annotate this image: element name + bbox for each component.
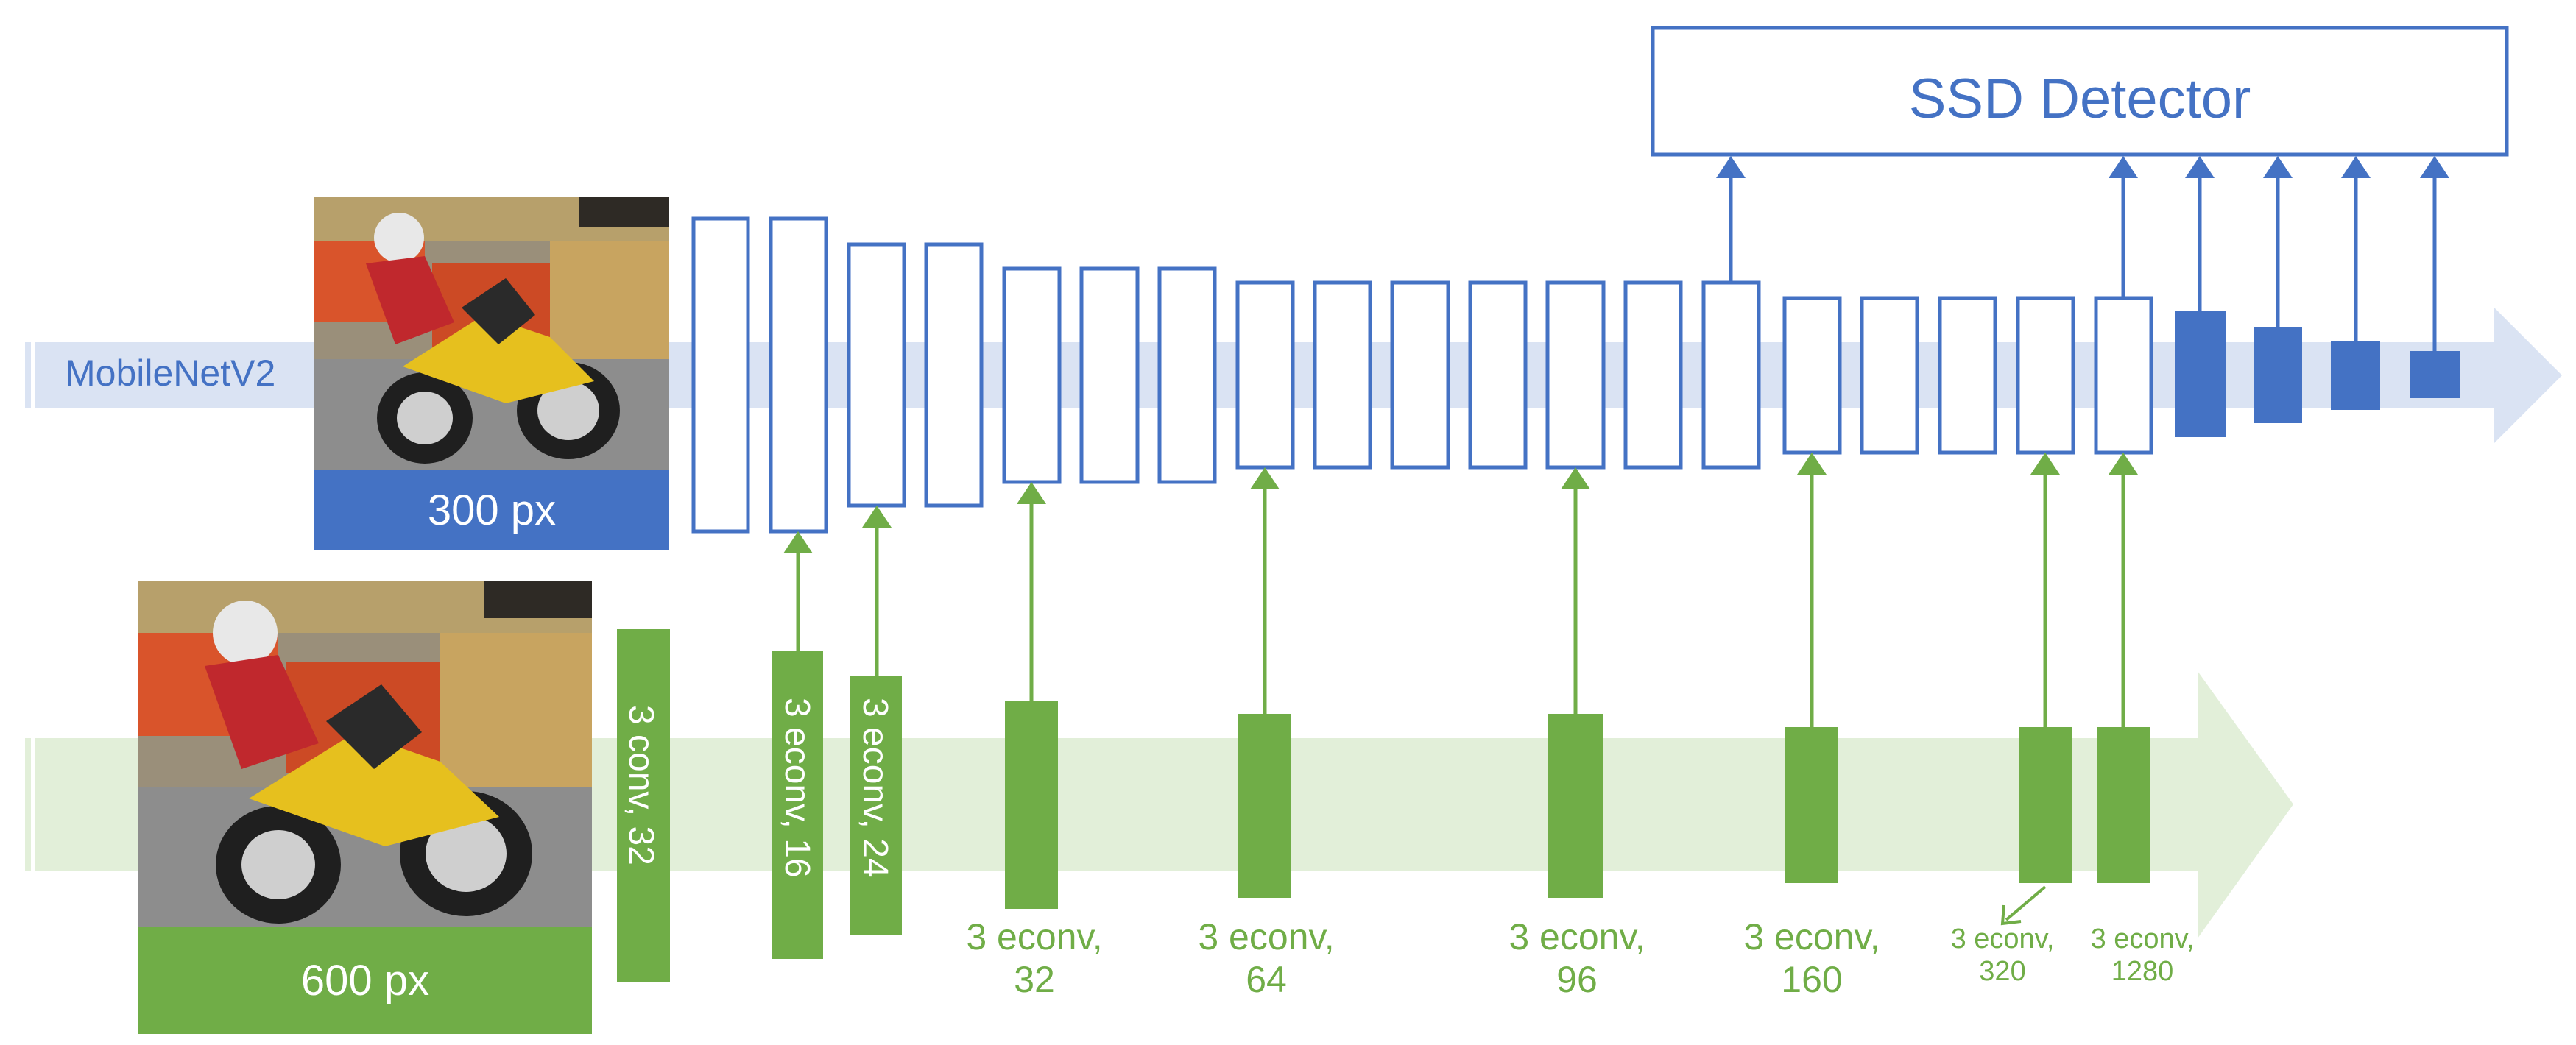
econv-bar: [617, 629, 670, 982]
backbone-track-arrowhead: [2494, 308, 2562, 443]
econv-24-label: 3 econv, 24: [855, 698, 894, 878]
ssd-feature-block: [2175, 311, 2226, 437]
mobilenet-layer-box: [2094, 296, 2153, 455]
pointer-arrowhead: [2000, 904, 2022, 926]
econv-label-line2: 32: [1014, 958, 1055, 1000]
mobilenet-layer-box: [1545, 280, 1606, 470]
mobilenet-layer-box: [1390, 280, 1450, 470]
arrow-up-icon-head: [2030, 453, 2060, 475]
econv-bar: [850, 676, 902, 935]
input-300px-label: 300 px: [314, 470, 669, 550]
arrow-up-icon-head: [1716, 156, 1746, 178]
econv-bar: [1005, 701, 1058, 909]
backbone-track-tick: [21, 342, 25, 408]
mobilenet-layer-box: [2016, 296, 2075, 455]
arrow-up-icon-head: [1561, 467, 1590, 489]
detector-label: SSD Detector: [1908, 68, 2251, 130]
arrow-up-icon-head: [1250, 467, 1280, 489]
econv-16-label: 3 econv, 16: [777, 698, 816, 878]
mobilenet-layer-box: [1782, 296, 1842, 455]
motorcycle-photo-small: [314, 197, 669, 470]
econv-bar: [2097, 727, 2150, 883]
econv-label-line2: 1280: [2111, 955, 2174, 987]
ssd-feature-block: [2331, 341, 2380, 410]
econv-label-line1: 3 econv,: [1950, 924, 2055, 954]
econv-label-line2: 320: [1979, 955, 2026, 987]
pointer-line: [2005, 885, 2047, 921]
econv-label-line1: 3 econv,: [1198, 916, 1335, 957]
econv-bar: [1785, 727, 1838, 883]
ssd-detector-box: [1651, 26, 2509, 157]
mobilenet-layer-box: [1938, 296, 1997, 455]
ssd-feature-block: [2254, 327, 2302, 423]
mobilenet-layer-box: [1079, 266, 1140, 484]
motorcycle-photo-large: [138, 581, 592, 927]
mobilenet-layer-box: [1701, 280, 1761, 470]
backbone-track-tick: [31, 342, 35, 408]
arrow-up-icon-head: [1797, 453, 1827, 475]
first-conv-label: 3 conv, 32: [621, 705, 660, 865]
econv-label-32: 3 econv, 32: [935, 916, 1134, 1001]
mobilenet-layer-box: [1623, 280, 1683, 470]
econv-bar: [1548, 714, 1603, 898]
mobilenet-layer-box: [924, 242, 984, 508]
econv-bar: [772, 651, 823, 959]
arrow-up-icon-head: [2420, 156, 2449, 178]
arrow-up-icon-head: [2341, 156, 2371, 178]
econv-label-line1: 3 econv,: [2090, 924, 2195, 954]
econv-label-line1: 3 econv,: [1743, 916, 1880, 957]
econv-label-320: 3 econv, 320: [1929, 924, 2076, 988]
econv-label-line2: 64: [1246, 958, 1287, 1000]
econv-bar: [2019, 727, 2072, 883]
motorcycle-photo: [314, 197, 669, 470]
arrow-up-icon-head: [2109, 156, 2138, 178]
econv-label-1280: 3 econv, 1280: [2069, 924, 2216, 988]
mobilenet-layer-box: [1002, 266, 1062, 484]
mobilenet-layer-box: [1235, 280, 1295, 470]
green-track-tick: [21, 738, 25, 871]
arrow-up-icon-head: [2263, 156, 2293, 178]
mobilenet-layer-box: [1157, 266, 1217, 484]
backbone-label: MobileNetV2: [65, 353, 276, 394]
arrow-up-icon-head: [1017, 482, 1046, 504]
econv-label-line2: 160: [1781, 958, 1843, 1000]
ssd-feature-block: [2410, 351, 2460, 398]
mobilenet-layer-box: [847, 242, 906, 508]
arrow-up-icon-head: [783, 531, 813, 553]
input-600px-label: 600 px: [138, 927, 592, 1034]
mobilenet-layer-box: [1860, 296, 1919, 455]
econv-label-96: 3 econv, 96: [1478, 916, 1676, 1001]
econv-label-160: 3 econv, 160: [1712, 916, 1911, 1001]
arrow-up-icon-head: [862, 506, 892, 528]
green-track-tick: [31, 738, 35, 871]
mobilenet-layer-box: [691, 216, 750, 534]
motorcycle-photo: [138, 581, 592, 927]
econv-label-line1: 3 econv,: [1508, 916, 1645, 957]
econv-label-line2: 96: [1556, 958, 1598, 1000]
arrow-up-icon-head: [2109, 453, 2138, 475]
mobilenet-layer-box: [769, 216, 828, 534]
econv-label-line1: 3 econv,: [966, 916, 1103, 957]
econv-bar: [1238, 714, 1291, 898]
mobilenet-layer-box: [1468, 280, 1528, 470]
econv-label-64: 3 econv, 64: [1167, 916, 1366, 1001]
arrow-up-icon-head: [2185, 156, 2215, 178]
green-track-arrowhead: [2198, 671, 2293, 938]
mobilenet-layer-box: [1313, 280, 1372, 470]
